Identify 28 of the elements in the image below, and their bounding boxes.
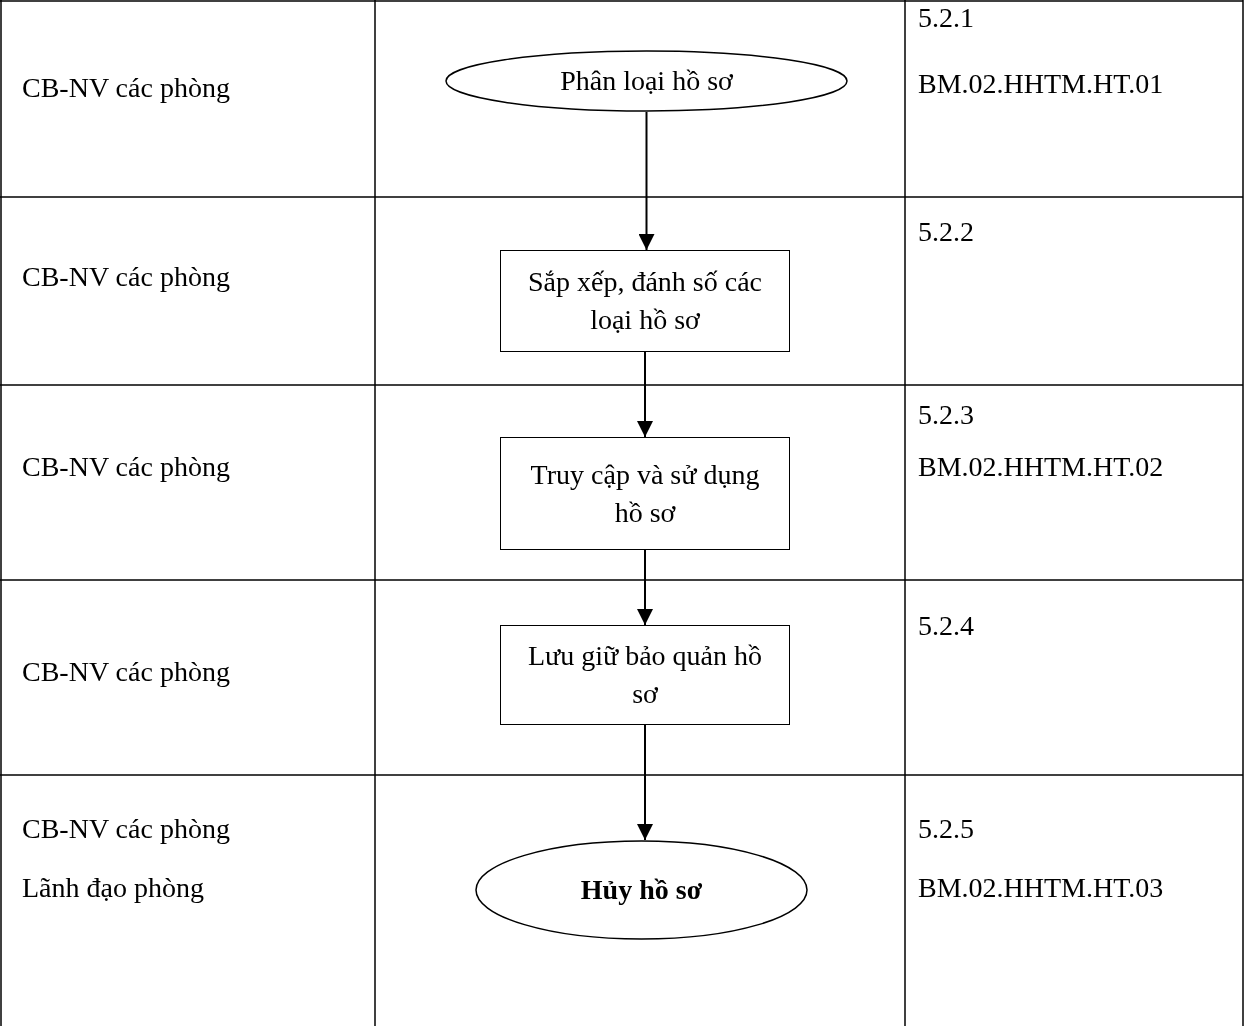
start-ellipse [445, 50, 848, 112]
end-ellipse [475, 840, 808, 940]
form-code: BM.02.HHTM.HT.02 [918, 450, 1164, 484]
step-number: 5.2.3 [918, 398, 974, 432]
role-text: CB-NV các phòng [22, 450, 230, 484]
role-text: CB-NV các phòng [22, 71, 230, 105]
form-code: BM.02.HHTM.HT.03 [918, 871, 1164, 905]
step-text: Hủy hồ sơ [579, 873, 704, 907]
process-box [500, 625, 790, 725]
step-text: Lưu giữ bảo quản hồ sơ [526, 639, 764, 711]
form-code: BM.02.HHTM.HT.01 [918, 67, 1164, 101]
process-box [500, 250, 790, 352]
role-text: Lãnh đạo phòng [22, 871, 204, 905]
step-text: Sắp xếp, đánh số các loại hồ sơ [526, 265, 763, 337]
step-number: 5.2.4 [918, 609, 974, 643]
step-number: 5.2.5 [918, 812, 974, 846]
arrow [637, 549, 653, 626]
step-number: 5.2.1 [918, 1, 974, 35]
step-number: 5.2.2 [918, 215, 974, 249]
role-text: CB-NV các phòng [22, 655, 230, 689]
step-text: Truy cập và sử dụng hồ sơ [529, 457, 761, 530]
step-text: Phân loại hồ sơ [559, 64, 734, 98]
process-box [500, 437, 790, 550]
role-text: CB-NV các phòng [22, 812, 230, 846]
arrow [637, 351, 653, 438]
role-text: CB-NV các phòng [22, 260, 230, 294]
arrow [638, 111, 655, 251]
arrow [637, 724, 653, 841]
